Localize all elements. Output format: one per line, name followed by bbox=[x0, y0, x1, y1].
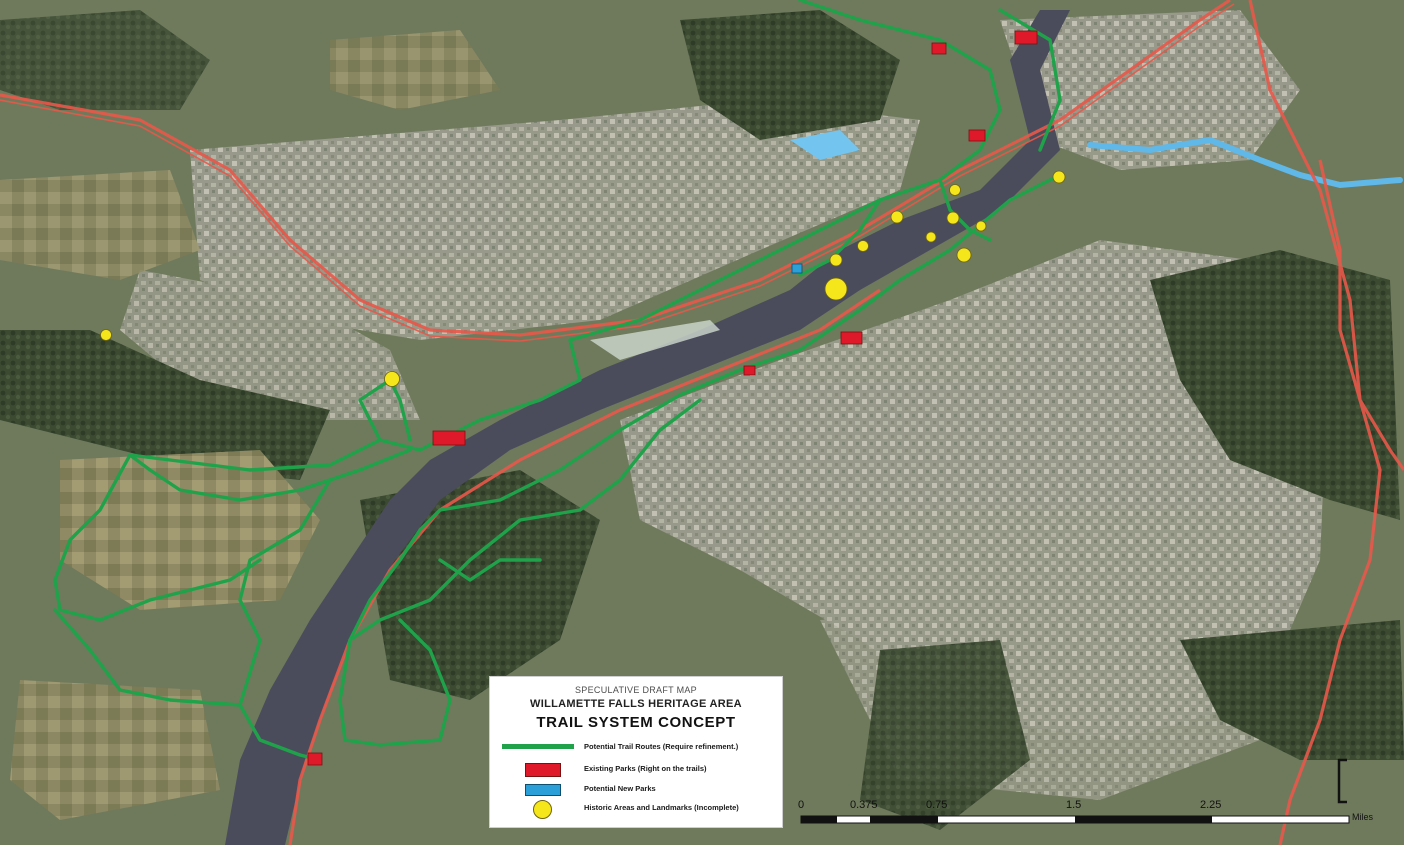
farm-fields bbox=[0, 30, 500, 820]
landmark-marker[interactable] bbox=[890, 210, 904, 224]
scale-label: 0.375 bbox=[850, 799, 878, 811]
new-park-swatch bbox=[525, 784, 561, 796]
legend-item-label: Historic Areas and Landmarks (Incomplete… bbox=[584, 803, 739, 812]
historic-landmarks bbox=[100, 170, 1066, 387]
landmark-marker[interactable] bbox=[956, 247, 972, 263]
landmark-marker[interactable] bbox=[384, 371, 400, 387]
landmark-marker[interactable] bbox=[949, 184, 961, 196]
forest-areas bbox=[0, 10, 1404, 830]
landmark-swatch bbox=[533, 800, 552, 819]
park-marker[interactable] bbox=[840, 331, 863, 345]
park-marker[interactable] bbox=[931, 42, 947, 55]
landmark-marker[interactable] bbox=[824, 277, 848, 301]
legend-item-label: Potential New Parks bbox=[584, 784, 656, 793]
landmark-marker[interactable] bbox=[829, 253, 843, 267]
park-marker[interactable] bbox=[307, 752, 323, 766]
existing-parks bbox=[307, 30, 1038, 766]
landmark-marker[interactable] bbox=[857, 240, 869, 252]
legend-item-label: Existing Parks (Right on the trails) bbox=[584, 764, 707, 773]
river-bar bbox=[590, 320, 720, 360]
scale-bar bbox=[800, 815, 1350, 824]
creek bbox=[1087, 136, 1403, 189]
landmark-marker[interactable] bbox=[946, 211, 960, 225]
trail-line-swatch bbox=[502, 744, 574, 749]
scale-unit: Miles bbox=[1352, 812, 1374, 822]
legend-subtitle: SPECULATIVE DRAFT MAP bbox=[575, 685, 697, 695]
legend-item-existing-park: Existing Parks (Right on the trails) bbox=[500, 761, 776, 779]
legend-item-trail: Potential Trail Routes (Require refineme… bbox=[500, 739, 776, 757]
park-swatch bbox=[525, 763, 561, 777]
new-park-marker[interactable] bbox=[791, 263, 803, 274]
scale-label: 0 bbox=[798, 799, 805, 811]
trail-routes bbox=[53, 0, 1062, 762]
landmark-marker[interactable] bbox=[925, 231, 937, 243]
landmark-marker[interactable] bbox=[975, 220, 987, 232]
legend-title: TRAIL SYSTEM CONCEPT bbox=[536, 714, 736, 731]
legend-item-label: Potential Trail Routes (Require refineme… bbox=[584, 742, 739, 751]
scale-label: 2.25 bbox=[1200, 799, 1222, 811]
legend-area-name: WILLAMETTE FALLS HERITAGE AREA bbox=[530, 698, 742, 710]
park-marker[interactable] bbox=[968, 129, 986, 142]
landmark-marker[interactable] bbox=[100, 329, 112, 341]
park-marker[interactable] bbox=[743, 365, 756, 376]
scale-label: 0.75 bbox=[926, 799, 948, 811]
legend-item-new-park: Potential New Parks bbox=[500, 781, 776, 799]
pond bbox=[790, 130, 860, 160]
landmark-marker[interactable] bbox=[1052, 170, 1066, 184]
legend-item-landmark: Historic Areas and Landmarks (Incomplete… bbox=[500, 800, 776, 819]
park-marker[interactable] bbox=[432, 430, 466, 446]
scale-bracket-icon bbox=[1337, 758, 1347, 804]
scale-label: 1.5 bbox=[1066, 799, 1082, 811]
map-legend: SPECULATIVE DRAFT MAP WILLAMETTE FALLS H… bbox=[489, 676, 783, 828]
park-marker[interactable] bbox=[1014, 30, 1038, 45]
